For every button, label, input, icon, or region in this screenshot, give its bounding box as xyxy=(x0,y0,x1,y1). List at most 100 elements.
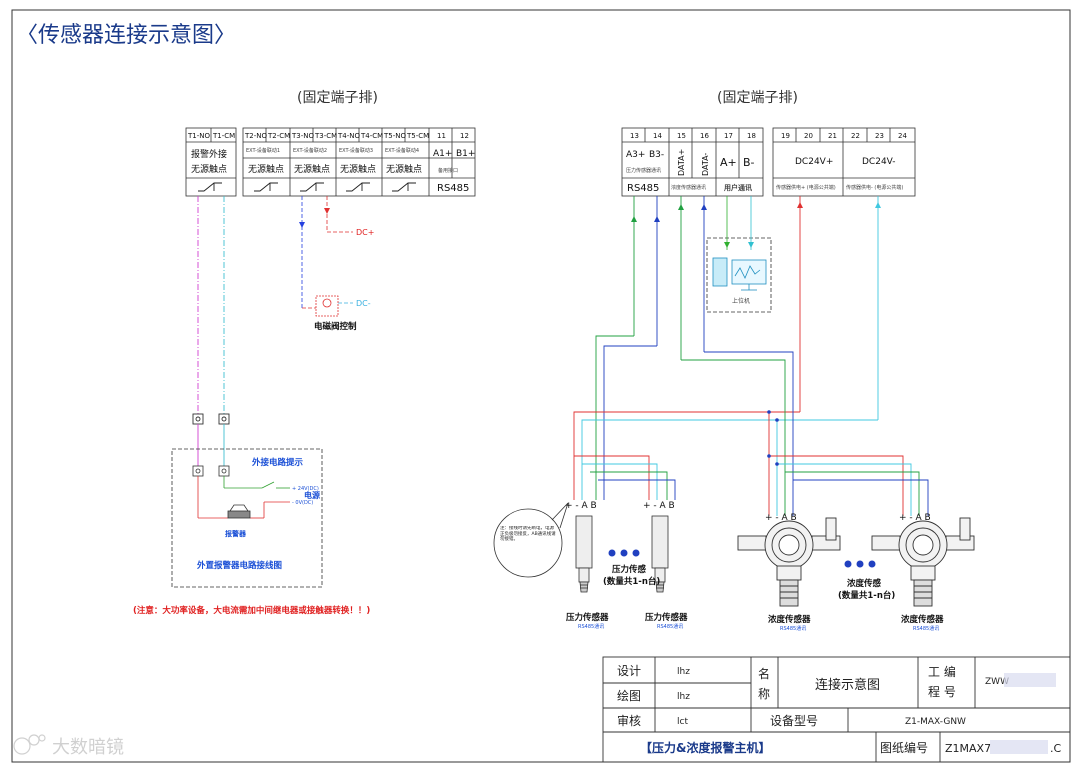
left-terminal-block xyxy=(185,127,476,197)
ext-2: EXT-设备联动2 xyxy=(293,147,327,154)
tb-product: 【压力&浓度报警主机】 xyxy=(640,740,770,755)
col-15: 15 xyxy=(677,132,686,140)
valve-wiring xyxy=(299,196,353,317)
circuit-caption: 外置报警器电路接线图 xyxy=(196,560,282,571)
dc24-minus: DC24V- xyxy=(862,157,896,167)
dc-plus-label: DC+ xyxy=(356,228,374,237)
external-circuit-box xyxy=(171,448,323,588)
page-title: 〈传感器连接示意图〉 xyxy=(16,23,236,48)
conc-label-2: 浓度传感器 xyxy=(901,614,944,625)
ext-3: EXT-设备联动3 xyxy=(339,147,373,154)
col-t2-cm: T2-CM xyxy=(267,132,290,140)
redaction-1 xyxy=(1004,673,1056,687)
pressure-sub-2: RS485通讯 xyxy=(657,623,683,630)
watermark-text: 大数暗镜 xyxy=(52,737,124,758)
conc-sub-1: RS485通讯 xyxy=(780,625,806,632)
tb-name-1: 名 xyxy=(758,666,770,681)
sensor-power-2: 传感器供电- (电源公共端) xyxy=(846,184,903,191)
valve-label: 电磁阀控制 xyxy=(314,321,357,332)
rs485-left: RS485 xyxy=(437,183,469,194)
dc24-plus: DC24V+ xyxy=(795,157,833,167)
col-22: 22 xyxy=(851,132,860,140)
tb-model-value: Z1-MAX-GNW xyxy=(905,717,966,727)
pressure-label-2: 压力传感器 xyxy=(645,612,688,623)
col-16: 16 xyxy=(700,132,709,140)
page-frame xyxy=(11,9,1071,763)
tb-model: 设备型号 xyxy=(770,714,818,728)
host-computer xyxy=(706,196,772,313)
junction-dots xyxy=(767,410,779,466)
watermark: 大数暗镜 xyxy=(13,734,124,758)
conc-count-1: 浓度传感 xyxy=(847,578,882,589)
host-label: 上位机 xyxy=(732,297,750,305)
conc-sensor-2 xyxy=(871,517,975,607)
tb-name-value: 连接示意图 xyxy=(815,677,880,693)
rs485-right: RS485 xyxy=(627,183,659,194)
user-comm: 用户通讯 xyxy=(724,183,752,192)
col-t3-no: T3-NO xyxy=(291,132,314,140)
conc-terminals-1: + - A B xyxy=(765,513,797,523)
tb-design-value: lhz xyxy=(677,667,690,677)
tb-proj-1: 工 编 xyxy=(928,664,956,679)
pressure-comm: 压力传感器通讯 xyxy=(626,167,661,174)
contact-4: 无源触点 xyxy=(386,163,422,175)
redaction-2 xyxy=(990,740,1048,754)
power-label: 电源 xyxy=(304,490,320,500)
tb-review: 审核 xyxy=(617,713,641,728)
right-terminal-block xyxy=(621,127,916,197)
dc-minus-label: DC- xyxy=(356,299,371,308)
data-minus: DATA- xyxy=(701,153,710,176)
col-18: 18 xyxy=(747,132,756,140)
ext-1: EXT-设备联动1 xyxy=(246,147,280,154)
tb-proj-value: ZWW xyxy=(985,677,1009,687)
power-0v: - 0V(DC) xyxy=(292,500,313,506)
col-20: 20 xyxy=(804,132,813,140)
tb-name-2: 称 xyxy=(758,687,770,701)
col-t5-no: T5-NO xyxy=(383,132,406,140)
pressure-label-1: 压力传感器 xyxy=(566,612,609,623)
tb-design: 设计 xyxy=(617,664,641,678)
col-t3-cm: T3-CM xyxy=(314,132,337,140)
conc-sub-2: RS485通讯 xyxy=(913,625,939,632)
data-plus: DATA+ xyxy=(677,149,686,176)
col-21: 21 xyxy=(828,132,837,140)
col-14: 14 xyxy=(653,132,662,140)
a1-plus: A1+ xyxy=(433,149,452,159)
tb-draw: 绘图 xyxy=(617,688,641,703)
col-12: 12 xyxy=(460,132,469,140)
col-t2-no: T2-NO xyxy=(244,132,267,140)
col-13: 13 xyxy=(630,132,639,140)
right-header: (固定端子排) xyxy=(717,90,798,106)
col-t5-cm: T5-CM xyxy=(406,132,429,140)
power-note: (注意：大功率设备，大电流需加中间继电器或接触器转换！！) xyxy=(133,605,370,616)
contact-3: 无源触点 xyxy=(340,163,376,175)
tb-drawno-tail: .C xyxy=(1050,742,1061,755)
ext-4: EXT-设备联动4 xyxy=(385,147,419,154)
title-block xyxy=(602,656,1071,763)
b3-minus: B3- xyxy=(649,150,664,160)
power-24v: + 24V(DC) xyxy=(292,486,319,492)
backup-port: 备用接口 xyxy=(438,167,458,174)
col-t4-cm: T4-CM xyxy=(360,132,383,140)
pressure-sensor-2 xyxy=(651,515,669,593)
dry-contact: 无源触点 xyxy=(191,163,227,175)
alarm-label: 报警器 xyxy=(225,529,247,538)
sensor-power-1: 传感器供电+ (电源公共端) xyxy=(776,184,836,191)
switch-symbols-left xyxy=(198,182,416,192)
left-header: (固定端子排) xyxy=(297,90,378,106)
tb-proj-2: 程 号 xyxy=(928,684,956,699)
a-plus: A+ xyxy=(720,156,737,169)
col-11: 11 xyxy=(437,132,446,140)
col-19: 19 xyxy=(781,132,790,140)
tb-drawno-value: Z1MAX7 xyxy=(945,742,991,755)
contact-2: 无源触点 xyxy=(294,163,330,175)
a3-plus: A3+ xyxy=(626,150,645,160)
conc-comm: 浓度传感器通讯 xyxy=(671,184,706,191)
b-minus: B- xyxy=(743,156,755,169)
conc-label-1: 浓度传感器 xyxy=(768,614,811,625)
conc-terminals-2: + - A B xyxy=(899,513,931,523)
col-23: 23 xyxy=(875,132,884,140)
col-t4-no: T4-NO xyxy=(337,132,360,140)
ellipsis-dots-pressure xyxy=(608,549,640,557)
